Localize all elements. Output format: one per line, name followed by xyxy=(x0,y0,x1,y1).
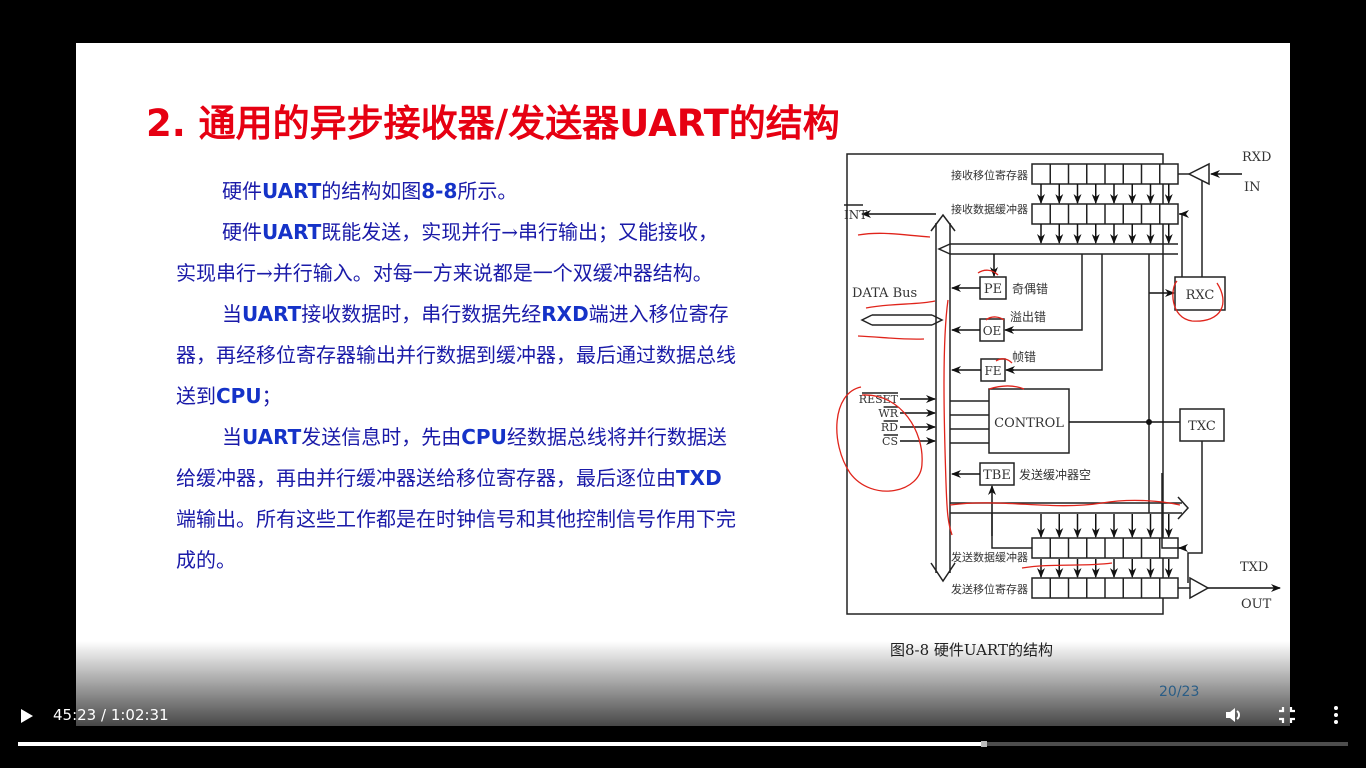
controls-gradient xyxy=(76,641,1290,726)
fe-desc: 帧错 xyxy=(1012,350,1036,364)
out-label: OUT xyxy=(1241,597,1272,612)
rxc-label: RXC xyxy=(1186,288,1215,303)
tx-shift-label: 发送移位寄存器 xyxy=(951,582,1028,596)
tx-buffer-label: 发送数据缓冲器 xyxy=(951,550,1028,564)
int-label: INT xyxy=(844,208,867,222)
oe-label: OE xyxy=(983,324,1002,338)
input-wr: WR xyxy=(878,407,898,420)
control-label: CONTROL xyxy=(994,416,1064,431)
video-controls: 45:23 / 1:02:31 xyxy=(0,700,1366,768)
input-rd: RD xyxy=(881,421,898,434)
oe-desc: 溢出错 xyxy=(1010,310,1046,324)
more-options-icon[interactable] xyxy=(1333,705,1339,725)
tbe-label: TBE xyxy=(983,468,1011,483)
volume-icon[interactable] xyxy=(1224,705,1244,725)
txd-label: TXD xyxy=(1240,560,1268,575)
seek-bar[interactable] xyxy=(18,741,1348,747)
exit-fullscreen-icon[interactable] xyxy=(1278,706,1296,724)
paragraph-1: 硬件UART的结构如图8-8所示。 xyxy=(222,179,518,203)
play-icon[interactable] xyxy=(20,708,34,724)
pen-annotation xyxy=(988,385,1025,390)
txc-label: TXC xyxy=(1188,419,1216,434)
pen-annotation xyxy=(995,358,1013,364)
pen-annotation xyxy=(949,499,1181,507)
pe-label: PE xyxy=(984,282,1002,297)
paragraph-2: 硬件UART既能发送，实现并行→串行输出；又能接收，实现串行→并行输入。对每一方… xyxy=(176,220,719,285)
rxd-label: RXD xyxy=(1242,150,1271,165)
pen-annotation xyxy=(857,335,925,340)
page-number: 20/23 xyxy=(1159,684,1200,700)
input-cs: CS xyxy=(882,435,898,448)
rxc-box xyxy=(1174,276,1226,311)
input-reset: RESET xyxy=(859,393,899,406)
tbe-desc: 发送缓冲器空 xyxy=(1019,467,1091,482)
time-display: 45:23 / 1:02:31 xyxy=(53,706,169,724)
slide-title: 2. 通用的异步接收器/发送器UART的结构 xyxy=(146,102,840,145)
seek-bar-handle[interactable] xyxy=(980,741,987,747)
pen-annotation xyxy=(977,269,999,276)
data-bus-label: DATA Bus xyxy=(852,286,917,301)
rx-shift-label: 接收移位寄存器 xyxy=(951,168,1028,182)
pen-annotation xyxy=(836,386,923,492)
pen-annotation xyxy=(1172,280,1224,322)
fe-label: FE xyxy=(984,364,1001,378)
pe-desc: 奇偶错 xyxy=(1012,282,1048,296)
pen-annotation xyxy=(985,316,1005,321)
slide: 2. 通用的异步接收器/发送器UART的结构 硬件UART的结构如图8-8所示。… xyxy=(76,43,1290,726)
txc-box xyxy=(1179,408,1225,442)
pen-annotation xyxy=(857,232,931,238)
pen-annotation xyxy=(943,299,953,536)
pen-annotation xyxy=(865,300,936,309)
pen-annotation xyxy=(1021,562,1113,569)
seek-bar-played xyxy=(18,742,984,746)
in-label: IN xyxy=(1244,180,1261,195)
slide-body-text: 硬件UART的结构如图8-8所示。硬件UART既能发送，实现并行→串行输出；又能… xyxy=(176,171,736,581)
rx-buffer-label: 接收数据缓冲器 xyxy=(951,202,1028,216)
control-box xyxy=(988,388,1070,454)
paragraph-4: 当UART发送信息时，先由CPU经数据总线将并行数据送给缓冲器，再由并行缓冲器送… xyxy=(176,425,736,572)
paragraph-3: 当UART接收数据时，串行数据先经RXD端进入移位寄存器，再经移位寄存器输出并行… xyxy=(176,302,736,408)
